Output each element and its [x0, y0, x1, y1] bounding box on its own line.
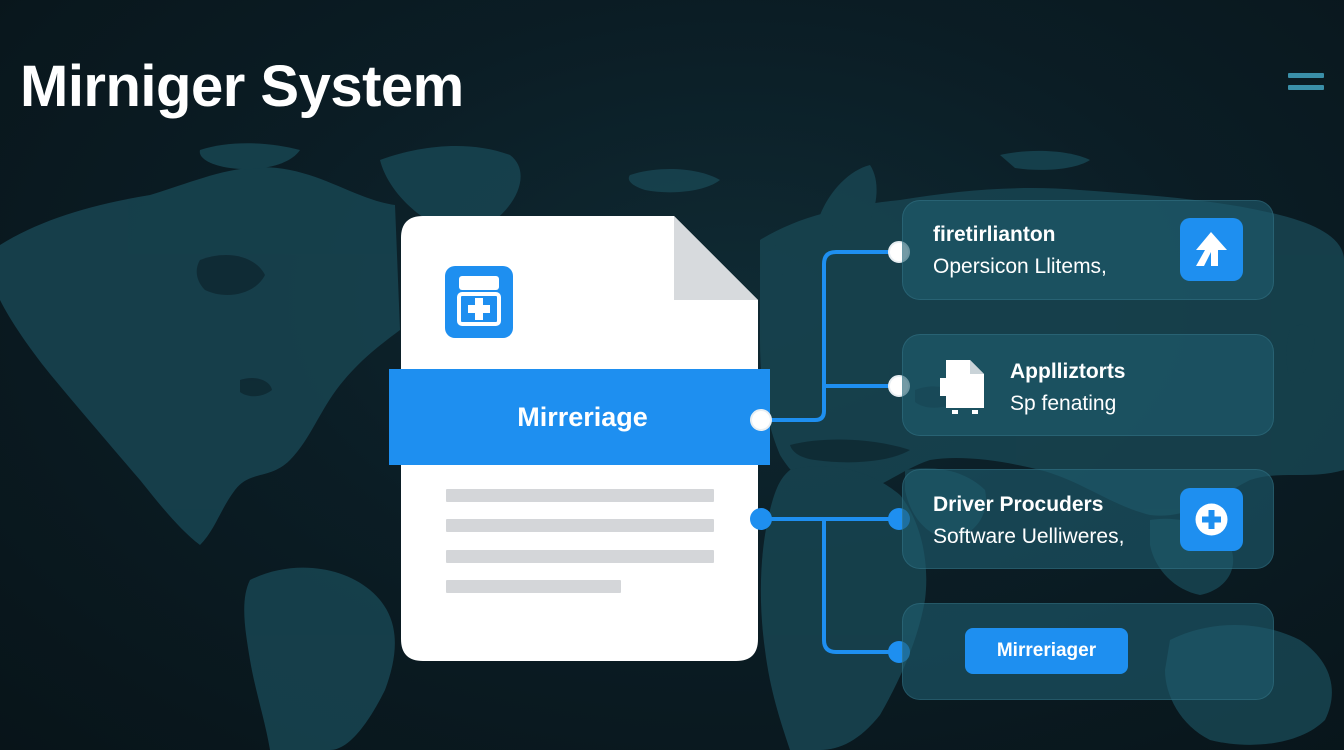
mirreriager-button[interactable]: Mirreriager	[965, 628, 1128, 674]
panel-1[interactable]: firetirlianton Opersicon Llitems,	[902, 200, 1274, 300]
up-arrow-icon[interactable]	[1180, 218, 1243, 281]
page-title: Mirniger System	[20, 54, 464, 119]
panel-3[interactable]: Driver Procuders Software Uelliweres,	[902, 469, 1274, 569]
panel-1-subtitle: Opersicon Llitems,	[933, 255, 1107, 278]
plus-circle-icon[interactable]	[1180, 488, 1243, 551]
document-banner: Mirreriage	[389, 369, 770, 465]
hamburger-menu-icon[interactable]	[1284, 70, 1328, 96]
panel-2-title: Applliztorts	[1010, 360, 1126, 383]
panel-3-title: Driver Procuders	[933, 493, 1104, 516]
panel-2-subtitle: Sp fenating	[1010, 392, 1117, 415]
text-line	[446, 519, 714, 532]
document-banner-label: Mirreriage	[517, 401, 648, 432]
text-line	[446, 580, 621, 593]
panel-3-subtitle: Software Uelliweres,	[933, 525, 1125, 548]
document-card[interactable]: Mirreriage	[389, 216, 770, 661]
medical-document-icon	[445, 266, 513, 338]
text-line	[446, 489, 714, 502]
panel-2[interactable]: Applliztorts Sp fenating	[902, 334, 1274, 436]
text-line	[446, 550, 714, 563]
document-icon	[938, 358, 992, 414]
document-output-node-secondary[interactable]	[750, 508, 772, 530]
document-output-node[interactable]	[750, 409, 772, 431]
panel-4[interactable]: Mirreriager	[902, 603, 1274, 700]
panel-1-title: firetirlianton	[933, 223, 1056, 246]
